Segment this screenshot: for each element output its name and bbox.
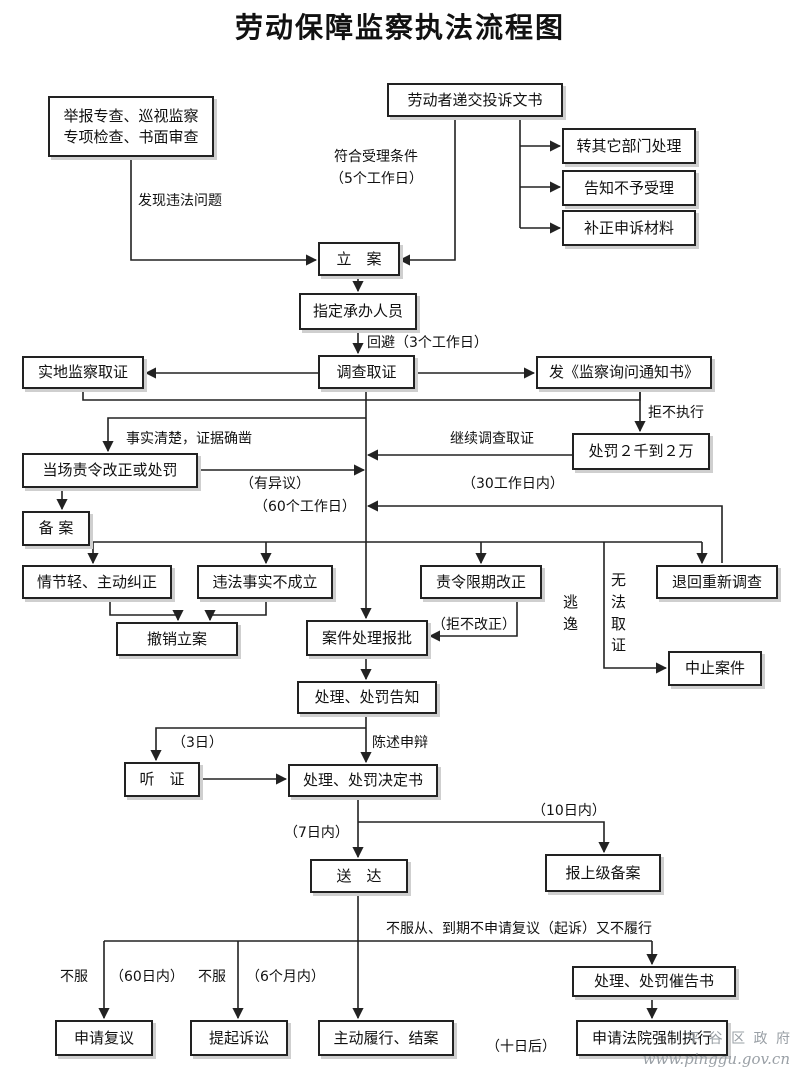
node-revoke-case[interactable]: 撤销立案 [116,622,238,656]
node-order-on-spot[interactable]: 当场责令改正或处罚 [22,453,198,488]
label-recusal: 回避（3个工作日） [367,335,488,351]
node-urge-letter[interactable]: 处理、处罚催告书 [572,966,736,997]
node-supplement-materials[interactable]: 补正申诉材料 [562,210,696,246]
node-order-deadline[interactable]: 责令限期改正 [420,565,542,599]
node-hearing[interactable]: 听 证 [124,762,200,797]
node-penalty-range[interactable]: 处罚２千到２万 [572,433,710,470]
node-penalty-decision[interactable]: 处理、处罚决定书 [288,764,438,797]
label-three-days: （3日） [172,735,223,751]
label-refuse-correct: （拒不改正） [432,617,516,633]
label-dissatisfied-lawsuit: 不服 [198,969,226,985]
node-onsite-evidence[interactable]: 实地监察取证 [22,356,144,389]
node-comply-close[interactable]: 主动履行、结案 [318,1020,454,1056]
node-notify-reject[interactable]: 告知不予受理 [562,170,696,206]
node-case-approval[interactable]: 案件处理报批 [306,620,428,656]
label-sixty-days-within: （60日内） [110,969,184,985]
label-five-workdays: （5个工作日） [330,171,423,187]
label-six-months: （6个月内） [246,969,325,985]
node-report-inspection[interactable]: 举报专查、巡视监察 专项检查、书面审查 [48,96,214,157]
node-assign-officer[interactable]: 指定承办人员 [299,293,417,330]
label-thirty-workdays: （30工作日内） [462,476,564,492]
node-not-established[interactable]: 违法事实不成立 [197,565,333,599]
watermark-text: 平 谷 区 政 府 [686,1031,792,1047]
label-refuse-execute: 拒不执行 [648,405,704,421]
label-sixty-workdays: （60个工作日） [254,499,356,515]
node-file-record[interactable]: 备 案 [22,511,90,546]
node-deliver[interactable]: 送 达 [310,859,408,893]
label-statement-defense: 陈述申辩 [372,735,428,751]
node-reinvestigate[interactable]: 退回重新调查 [656,565,778,599]
label-found-violation: 发现违法问题 [138,193,222,209]
label-seven-days: （7日内） [284,825,349,841]
node-penalty-notice[interactable]: 处理、处罚告知 [297,681,437,714]
label-ten-days-after: （十日后） [486,1039,556,1055]
label-continue-investigation: 继续调查取证 [450,431,534,447]
page-title: 劳动保障监察执法流程图 [234,11,565,44]
label-no-evidence: 无法取证 [611,571,627,655]
node-register-case[interactable]: 立 案 [318,242,400,276]
label-facts-clear: 事实清楚，证据确凿 [126,431,252,447]
label-flee: 逃逸 [563,593,579,633]
node-minor-corrected[interactable]: 情节轻、主动纠正 [22,565,172,599]
label-accept-conditions: 符合受理条件 [334,149,418,165]
label-not-comply-overdue: 不服从、到期不申请复议（起诉）又不履行 [386,921,652,937]
node-report-superior[interactable]: 报上级备案 [545,854,661,892]
node-complaint[interactable]: 劳动者递交投诉文书 [387,83,563,117]
node-inquiry-notice[interactable]: 发《监察询问通知书》 [536,356,712,389]
label-objection: （有异议） [240,476,310,492]
label-dissatisfied-reconsideration: 不服 [60,969,88,985]
label-ten-days: （10日内） [532,803,606,819]
node-court-enforcement[interactable]: 申请法院强制执行 [576,1020,728,1056]
node-suspend-case[interactable]: 中止案件 [668,651,762,686]
node-lawsuit[interactable]: 提起诉讼 [190,1020,288,1056]
watermark-url: www.pinggu.gov.cn [642,1050,790,1068]
node-transfer-department[interactable]: 转其它部门处理 [562,128,696,164]
node-reconsideration[interactable]: 申请复议 [55,1020,153,1056]
node-investigate[interactable]: 调查取证 [318,355,415,389]
